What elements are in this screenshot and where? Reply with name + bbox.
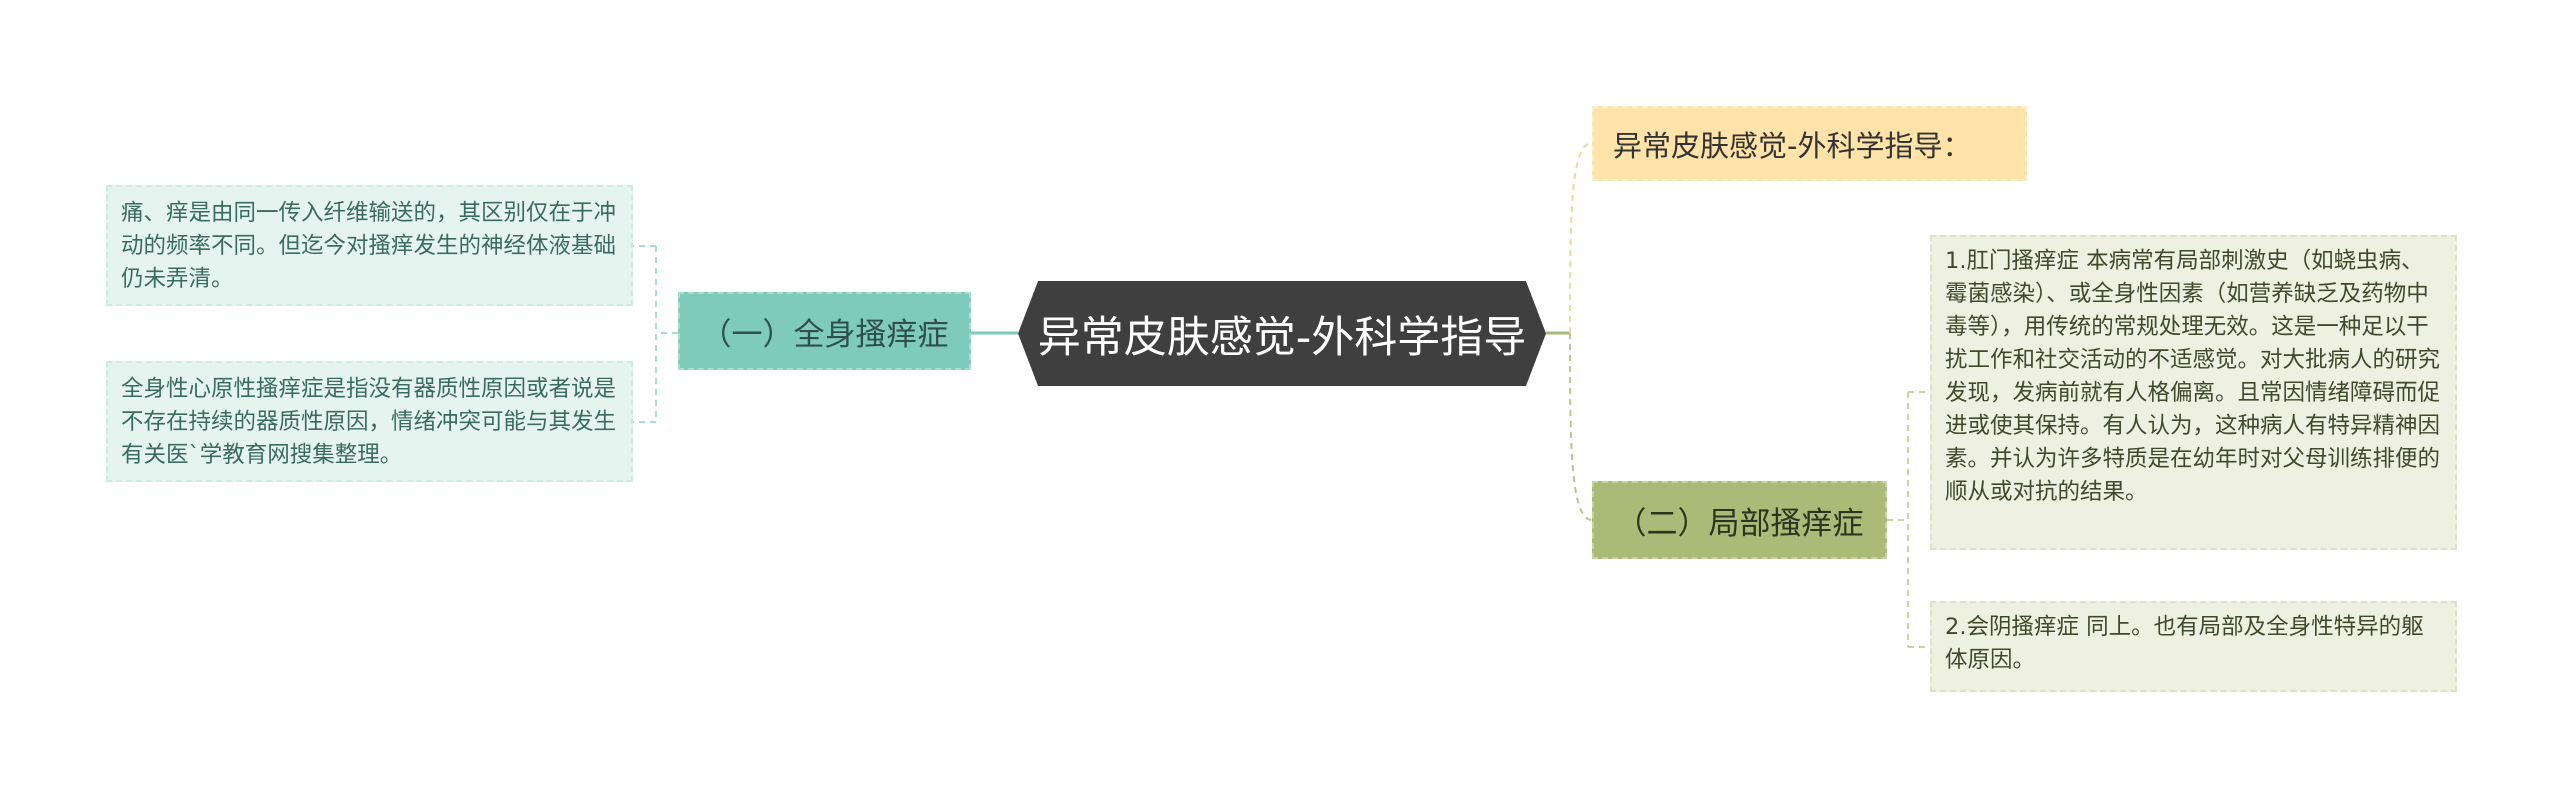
leaf-right-2[interactable]: 2.会阴搔痒症 同上。也有局部及全身性特异的躯体原因。: [1930, 601, 2457, 692]
branch-local-pruritus-label: （二）局部搔痒症: [1615, 505, 1864, 542]
leaf-right-2-text: 2.会阴搔痒症 同上。也有局部及全身性特异的躯体原因。: [1945, 614, 2424, 673]
branch-heading[interactable]: 异常皮肤感觉-外科学指导：: [1592, 106, 2027, 181]
connector-center-rightbranch: [1569, 332, 1593, 521]
leaf-left-2-text: 全身性心原性搔痒症是指没有器质性原因或者说是不存在持续的器质性原因，情绪冲突可能…: [121, 376, 617, 468]
branch-general-pruritus[interactable]: （一）全身搔痒症: [678, 292, 971, 370]
leaf-left-2[interactable]: 全身性心原性搔痒症是指没有器质性原因或者说是不存在持续的器质性原因，情绪冲突可能…: [106, 361, 633, 482]
central-topic[interactable]: 异常皮肤感觉-外科学指导: [1018, 281, 1546, 386]
branch-heading-label: 异常皮肤感觉-外科学指导：: [1613, 128, 1972, 163]
connector-left-leaves: [633, 245, 678, 423]
leaf-left-1[interactable]: 痛、痒是由同一传入纤维输送的，其区别仅在于冲动的频率不同。但迄今对搔痒发生的神经…: [106, 185, 633, 306]
leaf-left-1-text: 痛、痒是由同一传入纤维输送的，其区别仅在于冲动的频率不同。但迄今对搔痒发生的神经…: [121, 200, 617, 292]
connector-center-top: [1569, 142, 1593, 334]
leaf-right-1[interactable]: 1.肛门搔痒症 本病常有局部刺激史（如蛲虫病、霉菌感染）、或全身性因素（如营养缺…: [1930, 235, 2457, 550]
branch-general-pruritus-label: （一）全身搔痒症: [700, 316, 949, 353]
leaf-right-1-text: 1.肛门搔痒症 本病常有局部刺激史（如蛲虫病、霉菌感染）、或全身性因素（如营养缺…: [1945, 248, 2441, 505]
central-topic-label: 异常皮肤感觉-外科学指导: [1037, 312, 1527, 363]
branch-local-pruritus[interactable]: （二）局部搔痒症: [1592, 481, 1887, 559]
connector-right-leaves: [1887, 391, 1930, 648]
